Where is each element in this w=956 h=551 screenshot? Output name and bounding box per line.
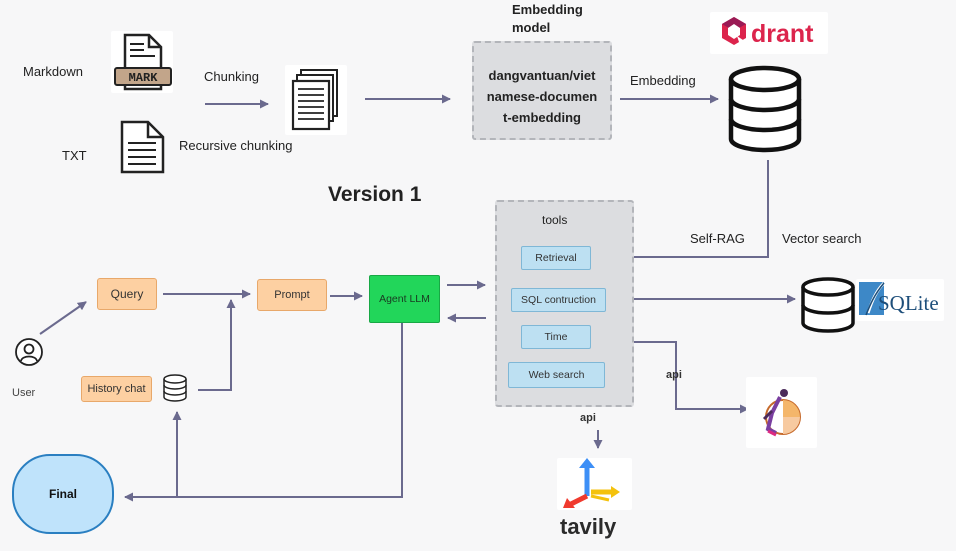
embedding-model-name-line-2: namese-documen [486,89,598,104]
txt-label: TXT [62,148,87,163]
sqlite-logo: SQLite [856,279,944,321]
sqlite-db-icon [800,277,856,333]
vector-search-label: Vector search [782,231,862,246]
agent-llm-node: Agent LLM [369,275,440,323]
recursive-chunking-label: Recursive chunking [179,138,293,153]
tool-web-search: Web search [508,362,605,388]
embedding-model-heading-text: Embedding model [512,2,583,35]
embedding-model-name-line-1: dangvantuan/viet [488,68,596,83]
embedding-model-name: dangvantuan/viet namese-documen t-embedd… [474,65,610,128]
tool-time: Time [521,325,591,349]
chunking-label: Chunking [204,69,259,84]
embedding-model-heading: Embedding model [512,1,592,37]
arrow-self-rag [596,160,769,262]
markdown-label: Markdown [23,64,83,79]
api-time-label: api [666,369,682,381]
tavily-logo-icon [557,458,632,510]
qdrant-brand-text: drant [751,20,814,48]
final-node: Final [12,454,114,534]
arrow-agent-final [124,323,403,502]
tool-sql-construction: SQL contruction [511,288,606,312]
history-chat-node: History chat [81,376,152,402]
tavily-label: tavily [560,514,617,539]
qdrant-logo: drant [710,12,828,54]
prompt-node: Prompt [257,279,327,311]
embedding-label: Embedding [630,73,696,88]
mark-text: MARK [129,71,159,85]
history-db-icon [160,373,190,403]
diagram-title: Version 1 [328,183,422,206]
self-rag-label: Self-RAG [690,231,745,246]
time-api-illustration [746,377,817,448]
markdown-file-icon: MARK [111,31,173,93]
vector-db-icon [727,65,803,153]
arrow-history-prompt [198,299,236,391]
tools-heading: tools [542,213,568,227]
query-node: Query [97,278,157,310]
api-web-label: api [580,412,596,424]
arrow-user-query [39,301,87,335]
txt-file-icon [118,119,166,175]
user-label: User [12,387,36,399]
arrow-time-api [593,337,749,414]
sqlite-text: SQLite [878,291,939,315]
embedding-model-name-line-3: t-embedding [503,110,581,125]
embedding-model-box: dangvantuan/viet namese-documen t-embedd… [472,41,612,140]
user-icon [14,337,44,367]
chunks-documents-icon [285,65,347,135]
tool-retrieval: Retrieval [521,246,591,270]
